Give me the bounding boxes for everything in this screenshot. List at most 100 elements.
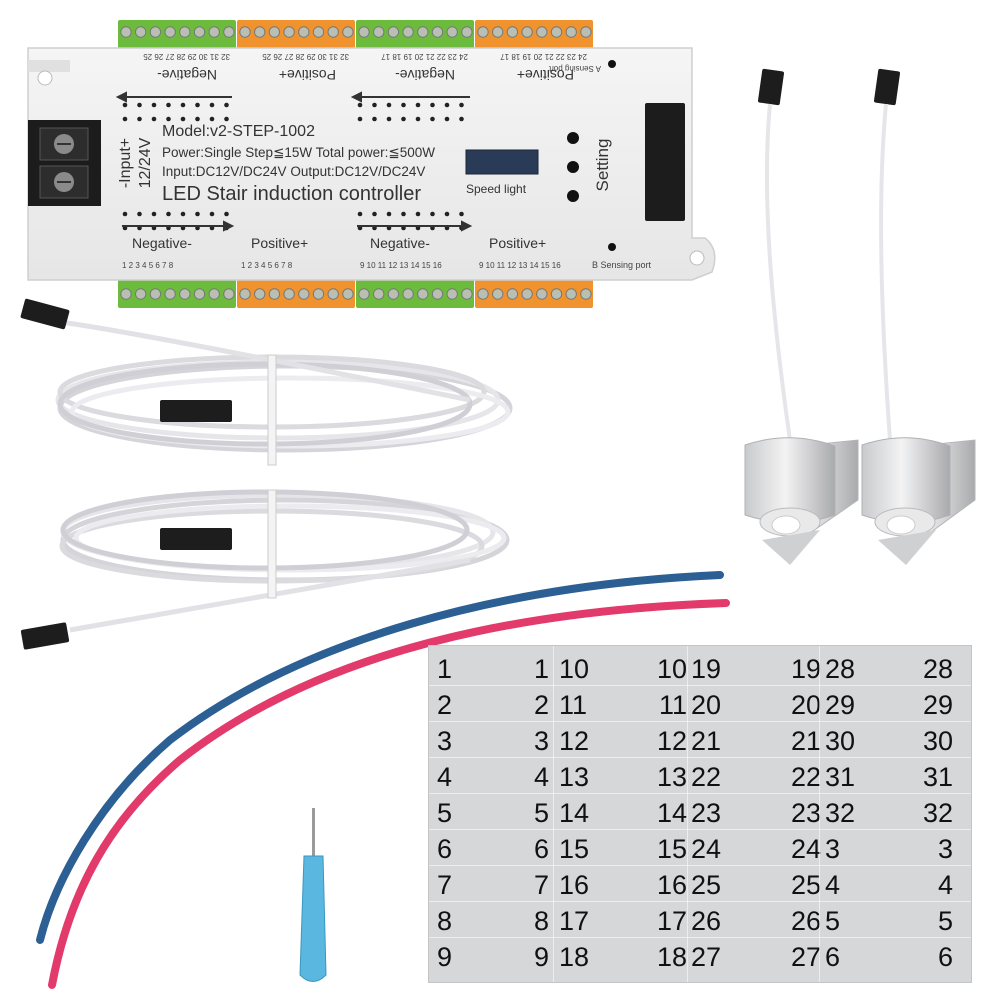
indicator-dot (195, 102, 200, 108)
number-label: 31 (922, 762, 953, 792)
number-label: 13 (559, 762, 590, 792)
number-label: 7 (437, 870, 453, 900)
terminal-screw (254, 288, 266, 300)
terminal-screw (120, 26, 132, 38)
terminal-screw (164, 26, 176, 38)
a-sensing-port-label: A Sensing port (548, 64, 601, 73)
channel-numbers: 9 10 11 12 13 14 15 16 (360, 261, 442, 270)
sheet-divider (429, 829, 971, 830)
indicator-dot (209, 116, 215, 122)
indicator-dot (386, 211, 392, 217)
number-label: 30 (825, 726, 856, 756)
number-label: 11 (658, 690, 687, 720)
number-label: 12 (559, 726, 590, 756)
connector-plug-1b (20, 298, 70, 330)
number-label: 4 (533, 762, 549, 792)
number-label: 17 (656, 906, 687, 936)
indicator-dot (180, 102, 186, 108)
polarity-label: Negative- (157, 67, 217, 83)
terminal-screw (536, 26, 548, 38)
terminal-screw (387, 26, 400, 38)
terminal-screw (580, 26, 592, 38)
number-label: 5 (437, 798, 453, 828)
terminal-screw (193, 288, 206, 300)
indicator-dot (415, 102, 421, 108)
number-label: 1 (533, 654, 549, 684)
number-label: 28 (922, 654, 953, 684)
number-label: 19 (790, 654, 821, 684)
number-label: 7 (533, 870, 549, 900)
terminal-screw (208, 26, 220, 38)
sheet-divider (687, 646, 688, 982)
terminal-screw (268, 288, 281, 300)
polarity-label: Positive+ (517, 67, 574, 83)
power-input-terminal (28, 120, 101, 206)
indicator-dot (224, 116, 229, 122)
number-label: 21 (691, 726, 722, 756)
number-label: 27 (691, 942, 722, 972)
channel-numbers: 24 23 22 21 20 19 18 17 (500, 52, 587, 61)
terminal-screw (135, 288, 147, 300)
indicator-dot (401, 102, 406, 108)
terminal-screw (446, 26, 458, 38)
number-label: 24 (691, 834, 722, 864)
polarity-label: Negative- (395, 67, 455, 83)
terminal-screw (358, 26, 370, 38)
indicator-dot (459, 102, 464, 108)
indicator-dot (166, 116, 171, 122)
terminal-screw (268, 26, 281, 38)
input-voltage: 12/24V (137, 137, 154, 188)
indicator-dot (122, 102, 128, 108)
terminal-screw (565, 288, 577, 300)
indicator-dot (401, 211, 406, 217)
direction-arrows (115, 91, 473, 232)
indicator-dot (386, 102, 392, 108)
number-label: 11 (559, 690, 588, 720)
channel-numbers: 9 10 11 12 13 14 15 16 (479, 261, 561, 270)
indicator-dot (430, 211, 435, 217)
indicator-dot (459, 116, 464, 122)
terminal-screw (239, 26, 251, 38)
number-label: 16 (559, 870, 590, 900)
terminal-screw (506, 288, 519, 300)
indicator-dot (444, 116, 450, 122)
indicator-dot (209, 102, 215, 108)
indicator-dot (357, 116, 363, 122)
terminal-screw (431, 26, 444, 38)
stair-controller: -Input+ 12/24V 32 31 30 29 28 27 26 25Ne… (27, 20, 716, 308)
terminal-screw (179, 288, 191, 300)
setting-label: Setting (593, 139, 612, 192)
indicator-dot (180, 116, 186, 122)
number-label: 3 (825, 834, 841, 864)
number-label: 14 (559, 798, 590, 828)
polarity-label: Positive+ (251, 235, 308, 251)
terminal-screw (402, 26, 414, 38)
terminal-screw (550, 288, 563, 300)
indicator-dot (166, 211, 171, 217)
terminal-screw (208, 288, 220, 300)
number-label: 21 (790, 726, 821, 756)
sheet-divider (429, 865, 971, 866)
polarity-label: Positive+ (279, 67, 336, 83)
io-text: Input:DC12V/DC24V Output:DC12V/DC24V (162, 164, 425, 179)
indicator-dot (430, 102, 435, 108)
number-label: 5 (825, 906, 841, 936)
sheet-divider (429, 721, 971, 722)
screwdriver (299, 808, 327, 982)
sheet-divider (429, 937, 971, 938)
number-label: 3 (437, 726, 453, 756)
terminal-screw (149, 288, 162, 300)
number-label: 23 (790, 798, 821, 828)
terminal-screw (135, 26, 147, 38)
indicator-dot (166, 102, 171, 108)
number-label: 32 (922, 798, 953, 828)
terminal-screw (402, 288, 414, 300)
number-label: 6 (437, 834, 453, 864)
terminal-screw (446, 288, 458, 300)
terminal-screw (342, 288, 354, 300)
terminal-screw (298, 26, 310, 38)
model-text: Model:v2-STEP-1002 (162, 123, 315, 140)
speed-light-label: Speed light (466, 182, 527, 196)
indicator-dot (137, 116, 142, 122)
